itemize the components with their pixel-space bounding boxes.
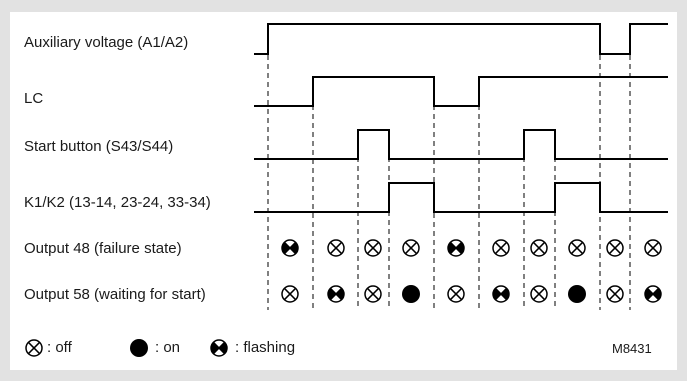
output-58-state-off-icon xyxy=(447,285,465,303)
output-48-state-off-icon xyxy=(364,239,382,257)
output-48-state-off-icon xyxy=(644,239,662,257)
output-58-state-off-icon xyxy=(281,285,299,303)
aux-voltage-label: Auxiliary voltage (A1/A2) xyxy=(24,34,189,51)
k1k2-label: K1/K2 (13-14, 23-24, 33-34) xyxy=(24,194,211,211)
output-58-state-flashing-icon xyxy=(492,285,510,303)
output-58-state-flashing-icon xyxy=(327,285,345,303)
output-48-label: Output 48 (failure state) xyxy=(24,240,182,257)
output-58-indicators xyxy=(281,285,662,303)
output-48-state-flashing-icon xyxy=(447,239,465,257)
legend-on-label: : on xyxy=(155,339,181,356)
legend-off-icon xyxy=(25,339,43,357)
k1k2-waveform xyxy=(254,182,668,213)
output-58-state-on-icon xyxy=(568,285,586,303)
output-48-state-off-icon xyxy=(530,239,548,257)
legend-off-label: : off xyxy=(47,339,72,356)
output-48-state-off-icon xyxy=(606,239,624,257)
aux-voltage-waveform xyxy=(254,23,668,55)
output-58-state-on-icon xyxy=(402,285,420,303)
diagram-panel xyxy=(10,12,677,370)
output-48-state-off-icon xyxy=(402,239,420,257)
legend-on-icon xyxy=(130,339,148,357)
output-48-state-flashing-icon xyxy=(281,239,299,257)
start-button-label: Start button (S43/S44) xyxy=(24,138,174,155)
figure-id: M8431 xyxy=(612,341,652,356)
output-48-state-off-icon xyxy=(492,239,510,257)
legend-flashing-label: : flashing xyxy=(235,339,296,356)
output-58-state-flashing-icon xyxy=(644,285,662,303)
output-58-label: Output 58 (waiting for start) xyxy=(24,286,206,303)
output-48-state-off-icon xyxy=(568,239,586,257)
output-58-state-off-icon xyxy=(606,285,624,303)
output-58-state-off-icon xyxy=(364,285,382,303)
legend-flashing-icon xyxy=(210,339,228,357)
output-48-state-off-icon xyxy=(327,239,345,257)
start-button-waveform xyxy=(254,129,668,160)
output-48-indicators xyxy=(281,239,662,257)
lc-label: LC xyxy=(24,90,44,107)
output-58-state-off-icon xyxy=(530,285,548,303)
lc-waveform xyxy=(254,76,668,107)
